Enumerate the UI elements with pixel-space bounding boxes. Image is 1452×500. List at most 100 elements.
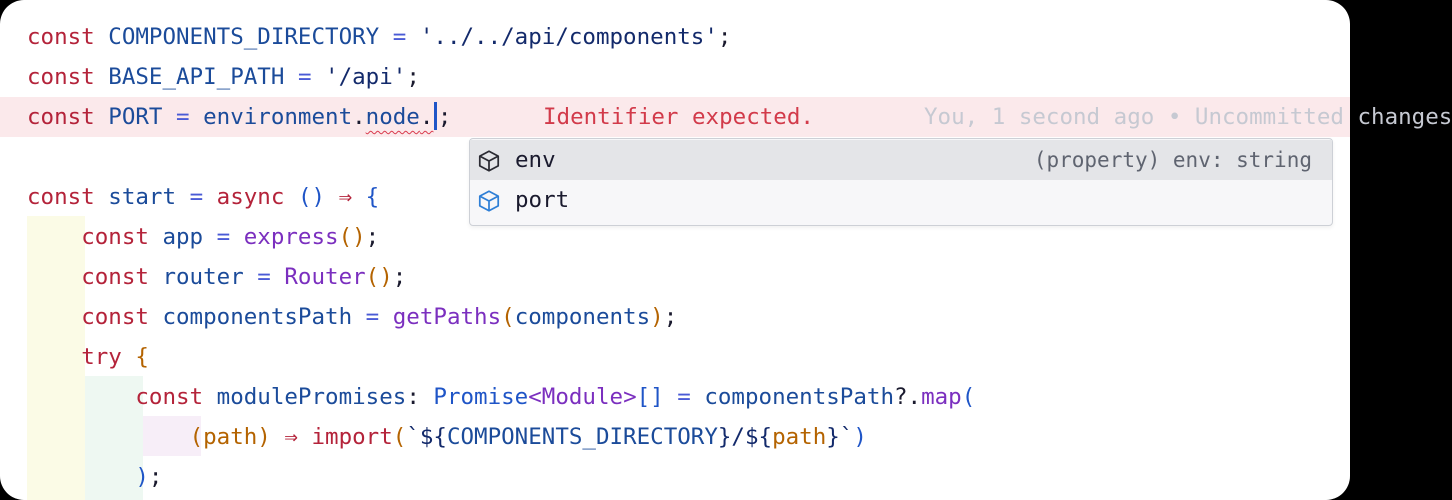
code-token [190, 104, 204, 130]
code-token: ⇒ [284, 424, 298, 450]
code-token: = [216, 224, 231, 250]
code-token: const [81, 304, 149, 330]
indent-guide-2 [85, 376, 143, 500]
code-token: const [135, 384, 204, 410]
code-token [284, 184, 298, 210]
text-cursor [434, 101, 437, 130]
code-line[interactable]: const modulePromises: Promise<Module>[] … [0, 377, 1350, 417]
code-token: . [352, 104, 366, 130]
code-text: const app = express(); [27, 217, 379, 257]
code-token: ; [437, 104, 452, 130]
code-text: const BASE_API_PATH = '/api'; [27, 57, 420, 97]
code-line-error[interactable]: const PORT = environment.node.; Identifie… [0, 97, 1452, 137]
code-token: [] [636, 384, 664, 410]
code-line[interactable]: const BASE_API_PATH = '/api'; [0, 57, 1350, 97]
code-text: const modulePromises: Promise<Module>[] … [27, 377, 975, 417]
code-token: ; [392, 264, 407, 290]
code-token: path [203, 424, 258, 450]
property-cube-icon [478, 190, 500, 212]
code-token: environment [203, 104, 353, 130]
code-token: = [365, 304, 380, 330]
code-token [230, 224, 244, 250]
suggest-detail: (property) env: string [1033, 148, 1312, 172]
code-token: = [257, 264, 271, 290]
code-token: COMPONENTS_DIRECTORY [446, 424, 718, 450]
code-token: PORT [108, 104, 163, 130]
code-token: components [514, 304, 651, 330]
code-line[interactable]: const router = Router(); [0, 257, 1350, 297]
code-line[interactable]: try { [0, 337, 1350, 377]
code-token [244, 264, 258, 290]
code-text: const start = async () ⇒ { [27, 177, 379, 217]
code-token: { [365, 184, 380, 210]
code-token [149, 264, 163, 290]
code-token: const [27, 104, 95, 130]
code-token: ; [717, 24, 732, 50]
code-token [203, 224, 217, 250]
code-token: ( [392, 424, 407, 450]
code-text: ); [27, 457, 162, 497]
code-token: ( [501, 304, 515, 330]
code-token: ) [853, 424, 867, 450]
code-token: ) [650, 304, 664, 330]
code-token: ; [365, 224, 380, 250]
code-line[interactable]: ); [0, 457, 1350, 497]
code-token: () [297, 184, 326, 210]
suggest-widget[interactable]: env (property) env: string port [469, 138, 1333, 226]
indent-guide-3 [143, 416, 201, 456]
code-token: COMPONENTS_DIRECTORY [108, 24, 380, 50]
code-token [27, 264, 81, 290]
code-token: node [365, 104, 420, 130]
property-cube-icon [478, 150, 500, 172]
code-line[interactable]: const start = async () ⇒ { [0, 177, 1350, 217]
code-token: }` [826, 424, 854, 450]
code-token: express [243, 224, 339, 250]
code-token [352, 304, 366, 330]
suggest-label: env [515, 147, 556, 173]
code-token [95, 104, 109, 130]
suggest-item-port[interactable]: port [470, 180, 1332, 220]
code-token [27, 424, 190, 450]
code-token [27, 304, 81, 330]
code-token: const [81, 224, 149, 250]
code-token [271, 424, 285, 450]
code-token [27, 464, 135, 490]
code-token: '../../api/components' [419, 24, 718, 50]
code-token: . [419, 104, 434, 130]
suggest-item-env[interactable]: env (property) env: string [470, 140, 1332, 180]
code-token: ( [961, 384, 976, 410]
code-token: = [189, 184, 204, 210]
code-text: try { [27, 337, 149, 377]
code-token [311, 64, 325, 90]
code-token: const [27, 64, 95, 90]
code-line[interactable]: const COMPONENTS_DIRECTORY = '../../api/… [0, 17, 1350, 57]
code-token [162, 104, 176, 130]
code-token: try [81, 344, 122, 370]
code-token [379, 24, 393, 50]
code-token: ?. [894, 384, 922, 410]
code-token: ; [406, 64, 420, 90]
code-line[interactable]: const app = express(); [0, 217, 1350, 257]
code-token: = [677, 384, 691, 410]
code-text: const COMPONENTS_DIRECTORY = '../../api/… [27, 17, 731, 57]
diagnostic-message: Identifier expected. [543, 104, 814, 130]
code-token: '/api' [325, 64, 407, 90]
code-token [325, 184, 339, 210]
code-token: > [623, 384, 637, 410]
code-token [27, 344, 81, 370]
code-token: router [162, 264, 244, 290]
code-token: () [338, 224, 366, 250]
code-token: ⇒ [338, 184, 353, 210]
code-token: : [406, 384, 434, 410]
code-line[interactable]: const componentsPath = getPaths(componen… [0, 297, 1350, 337]
code-token [298, 424, 312, 450]
code-token [352, 184, 366, 210]
code-token: = [392, 24, 407, 50]
code-token: }/${ [717, 424, 773, 450]
code-text: const PORT = environment.node.; [27, 97, 451, 137]
code-token: getPaths [392, 304, 502, 330]
code-token [664, 384, 678, 410]
code-line[interactable]: (path) ⇒ import(`${COMPONENTS_DIRECTORY}… [0, 417, 1350, 457]
